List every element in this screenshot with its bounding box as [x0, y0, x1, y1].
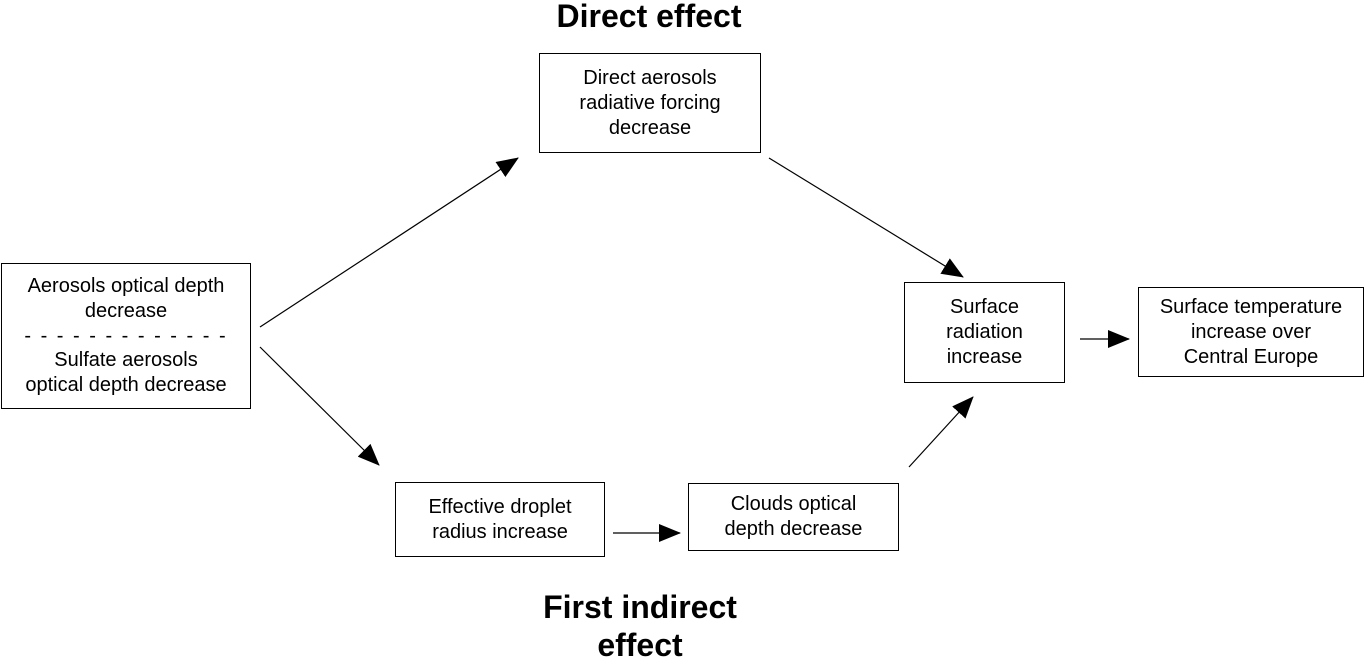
direct-effect-heading-text: Direct effect	[556, 0, 742, 34]
first-indirect-heading-line-1: First indirect	[543, 589, 737, 625]
clouds-depth-box-line-1: Clouds optical	[730, 493, 857, 515]
aerosols-box-line-1: Aerosols optical depth	[27, 275, 225, 297]
arrow-aerosols-to-droplet-radius	[259, 346, 380, 466]
droplet-radius-box-line-1: Effective droplet	[428, 495, 572, 518]
effective-droplet-radius-box: Effective droplet radius increase	[395, 482, 605, 557]
aerosols-box-line-3: Sulfate aerosols	[54, 349, 198, 371]
surface-radiation-box-line-2: radiation	[946, 321, 1023, 343]
first-indirect-heading-line-2: effect	[597, 627, 683, 663]
clouds-optical-depth-box: Clouds optical depth decrease	[688, 483, 899, 551]
arrow-aerosols-to-direct-forcing	[259, 157, 519, 328]
direct-forcing-box-line-1: Direct aerosols	[583, 66, 717, 89]
surface-temperature-box-line-1: Surface temperature	[1159, 295, 1343, 318]
aerosols-optical-depth-box: Aerosols optical depth decrease - - - - …	[1, 263, 251, 409]
aerosols-box-line-2: decrease	[84, 300, 168, 322]
clouds-depth-box-line-2: depth decrease	[724, 518, 863, 540]
surface-temperature-increase-box: Surface temperature increase over Centra…	[1138, 287, 1364, 377]
aerosols-box-line-4: optical depth decrease	[25, 374, 227, 396]
direct-aerosols-radiative-forcing-box: Direct aerosols radiative forcing decrea…	[539, 53, 761, 153]
surface-radiation-box-line-3: increase	[946, 346, 1023, 368]
direct-forcing-box-line-2: radiative forcing	[579, 91, 721, 114]
first-indirect-effect-heading: First indirect effect	[510, 588, 770, 664]
surface-radiation-box-line-1: Surface	[950, 296, 1019, 318]
aerosols-box-dashed-separator: - - - - - - - - - - - - -	[24, 325, 228, 347]
surface-radiation-increase-box: Surface radiation increase	[904, 282, 1065, 383]
surface-temperature-box-line-3: Central Europe	[1183, 345, 1319, 368]
direct-forcing-box-line-3: decrease	[608, 116, 692, 139]
direct-effect-heading: Direct effect	[529, 0, 769, 35]
arrow-clouds-depth-to-surface-radiation	[908, 396, 974, 468]
droplet-radius-box-line-2: radius increase	[432, 520, 568, 543]
arrow-direct-forcing-to-surface-radiation	[768, 157, 964, 278]
surface-temperature-box-line-2: increase over	[1190, 320, 1312, 343]
